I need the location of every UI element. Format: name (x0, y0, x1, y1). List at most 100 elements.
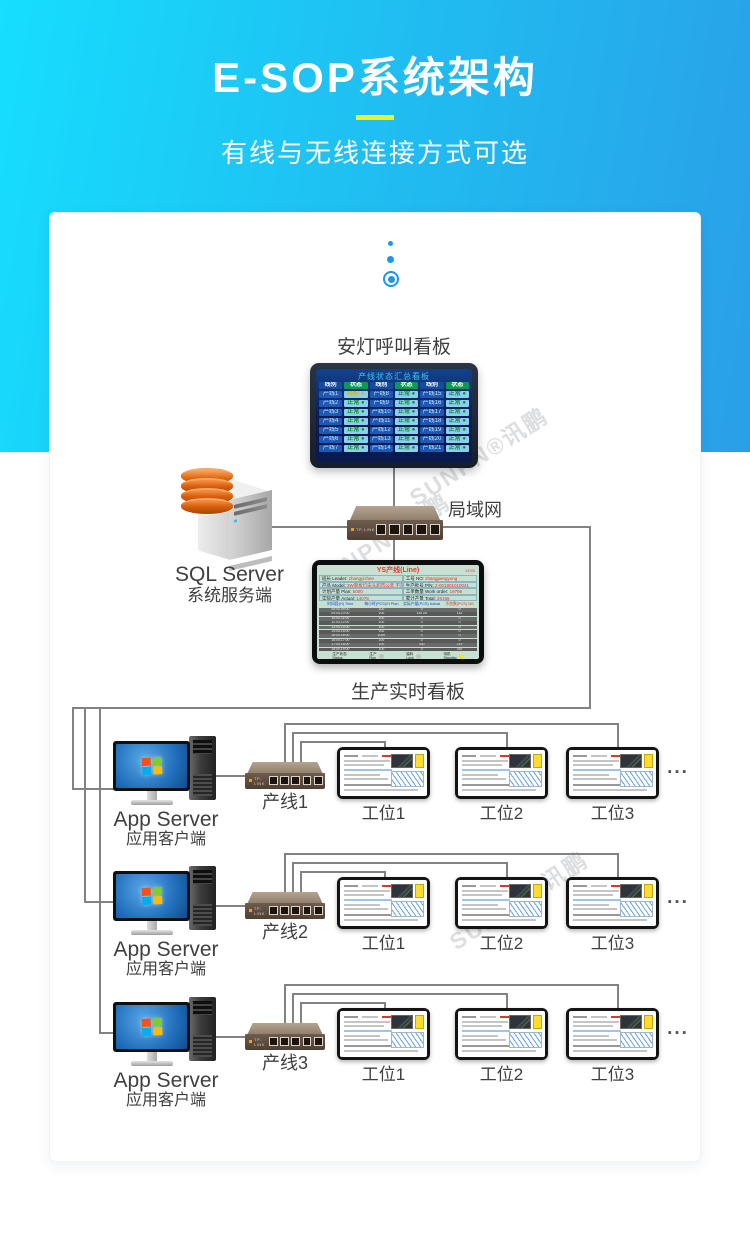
station-label: 工位1 (361, 934, 406, 953)
sop-warning-tag (415, 884, 424, 898)
station-tablet (566, 877, 659, 929)
page-subtitle: 有线与无线连接方式可选 (220, 138, 529, 168)
rt-header-cell: 时间段(H) Time (327, 602, 354, 606)
windows-flag-icon (141, 886, 162, 906)
switch-brand: TP-LINK (254, 1036, 265, 1047)
app-server-tower (189, 866, 216, 930)
sop-diagram (391, 771, 424, 787)
switch-port (416, 524, 427, 536)
connector-line (384, 741, 386, 749)
sop-diagram (509, 771, 542, 787)
rt-cell: 0 (442, 621, 477, 626)
rt-cell: 09:00-10:00 (319, 612, 362, 617)
switch-port (291, 776, 301, 786)
andon-header-cell: 状态 (395, 382, 419, 389)
rt-cell: 140.05 (401, 612, 443, 617)
andon-status-cell: 正常 ● (445, 445, 469, 452)
andon-header-cell: 线别 (369, 382, 393, 389)
line-row-1: App Server 应用客户端 TP-LINK 产线1 工位1 工位2 工位3… (0, 715, 750, 850)
rt-info-cell: 实际产量 Actual: 14078 (319, 594, 403, 601)
andon-header-cell: 状态 (445, 382, 469, 389)
rt-cell: 219 (442, 643, 477, 648)
andon-line-cell: 产线10 (369, 409, 393, 416)
rt-cell: 0 (401, 629, 443, 634)
windows-flag-icon (141, 756, 162, 776)
andon-line-cell: 产线11 (369, 418, 393, 425)
sop-diagram (509, 1032, 542, 1048)
andon-header-cell: 状态 (344, 382, 368, 389)
connector-line (216, 1036, 247, 1038)
page-title: E-SOP系统架构 (212, 54, 538, 101)
switch-led (351, 528, 354, 532)
switch-led (249, 909, 252, 913)
andon-line-cell: 产线5 (319, 427, 343, 434)
andon-status-cell: 正常 ● (344, 418, 368, 425)
rt-cell: 0 (442, 634, 477, 639)
station-tablet (337, 747, 430, 799)
sop-photo (391, 1015, 413, 1029)
rt-cell: 0 (442, 638, 477, 643)
andon-line-cell: 产线1 (319, 391, 343, 398)
app-server-tower (189, 736, 216, 800)
andon-status-cell: 正常 ● (395, 409, 419, 416)
station-label: 工位3 (590, 804, 635, 823)
andon-board-label: 安灯呼叫看板 (336, 337, 451, 358)
connector-line (284, 984, 286, 1025)
connector-line (300, 741, 302, 764)
switch-port (313, 776, 323, 786)
switch-port (302, 776, 312, 786)
switch-port (429, 524, 441, 536)
rt-cell: 0 (442, 629, 477, 634)
more-ellipsis: ... (667, 1018, 689, 1039)
sop-photo (391, 754, 413, 768)
rt-cell: 16:00-17:00 (319, 638, 362, 643)
switch-brand: TP-LINK (254, 905, 265, 916)
sop-photo (509, 884, 531, 898)
andon-status-cell: 待料 ● (344, 391, 368, 398)
switch-port (402, 524, 414, 536)
switch-led (249, 1040, 252, 1044)
app-server-monitor (113, 1002, 190, 1066)
sop-warning-tag (644, 754, 653, 768)
sop-diagram (509, 901, 542, 917)
more-ellipsis: ... (667, 757, 689, 778)
rt-cell: 17:00-18:00 (319, 643, 362, 648)
andon-header-cell: 线别 (420, 382, 444, 389)
switch-front: TP-LINK (245, 1033, 325, 1050)
rt-info-cell: 累计产量 Total: 26156 (402, 594, 477, 601)
app-server-title: App Server (113, 808, 219, 831)
andon-line-cell: 产线2 (319, 400, 343, 407)
sop-screen (458, 750, 545, 796)
sop-screen (458, 1011, 545, 1057)
flow-dot (388, 241, 393, 246)
andon-header-cell: 线别 (319, 382, 343, 389)
connector-line (300, 871, 302, 894)
station-label: 工位3 (590, 934, 635, 953)
rt-info-cell: 班长 Leader: zhangyizhen (319, 575, 403, 582)
switch-port (313, 1037, 323, 1047)
windows-logo (116, 744, 187, 788)
andon-status-cell: 正常 ● (445, 409, 469, 416)
connector-line (284, 723, 619, 725)
connector-line (72, 707, 591, 709)
andon-status-cell: 正常 ● (445, 436, 469, 443)
andon-status-cell: 正常 ● (395, 391, 419, 398)
sop-diagram (391, 901, 424, 917)
connector-line (617, 723, 619, 749)
andon-status-cell: 正常 ● (395, 445, 419, 452)
switch-brand: TP-LINK (356, 527, 375, 533)
andon-line-cell: 产线15 (420, 391, 444, 398)
sop-warning-tag (644, 1015, 653, 1029)
connector-line (506, 862, 508, 879)
switch-port (280, 1037, 290, 1047)
switch-port (302, 906, 312, 916)
